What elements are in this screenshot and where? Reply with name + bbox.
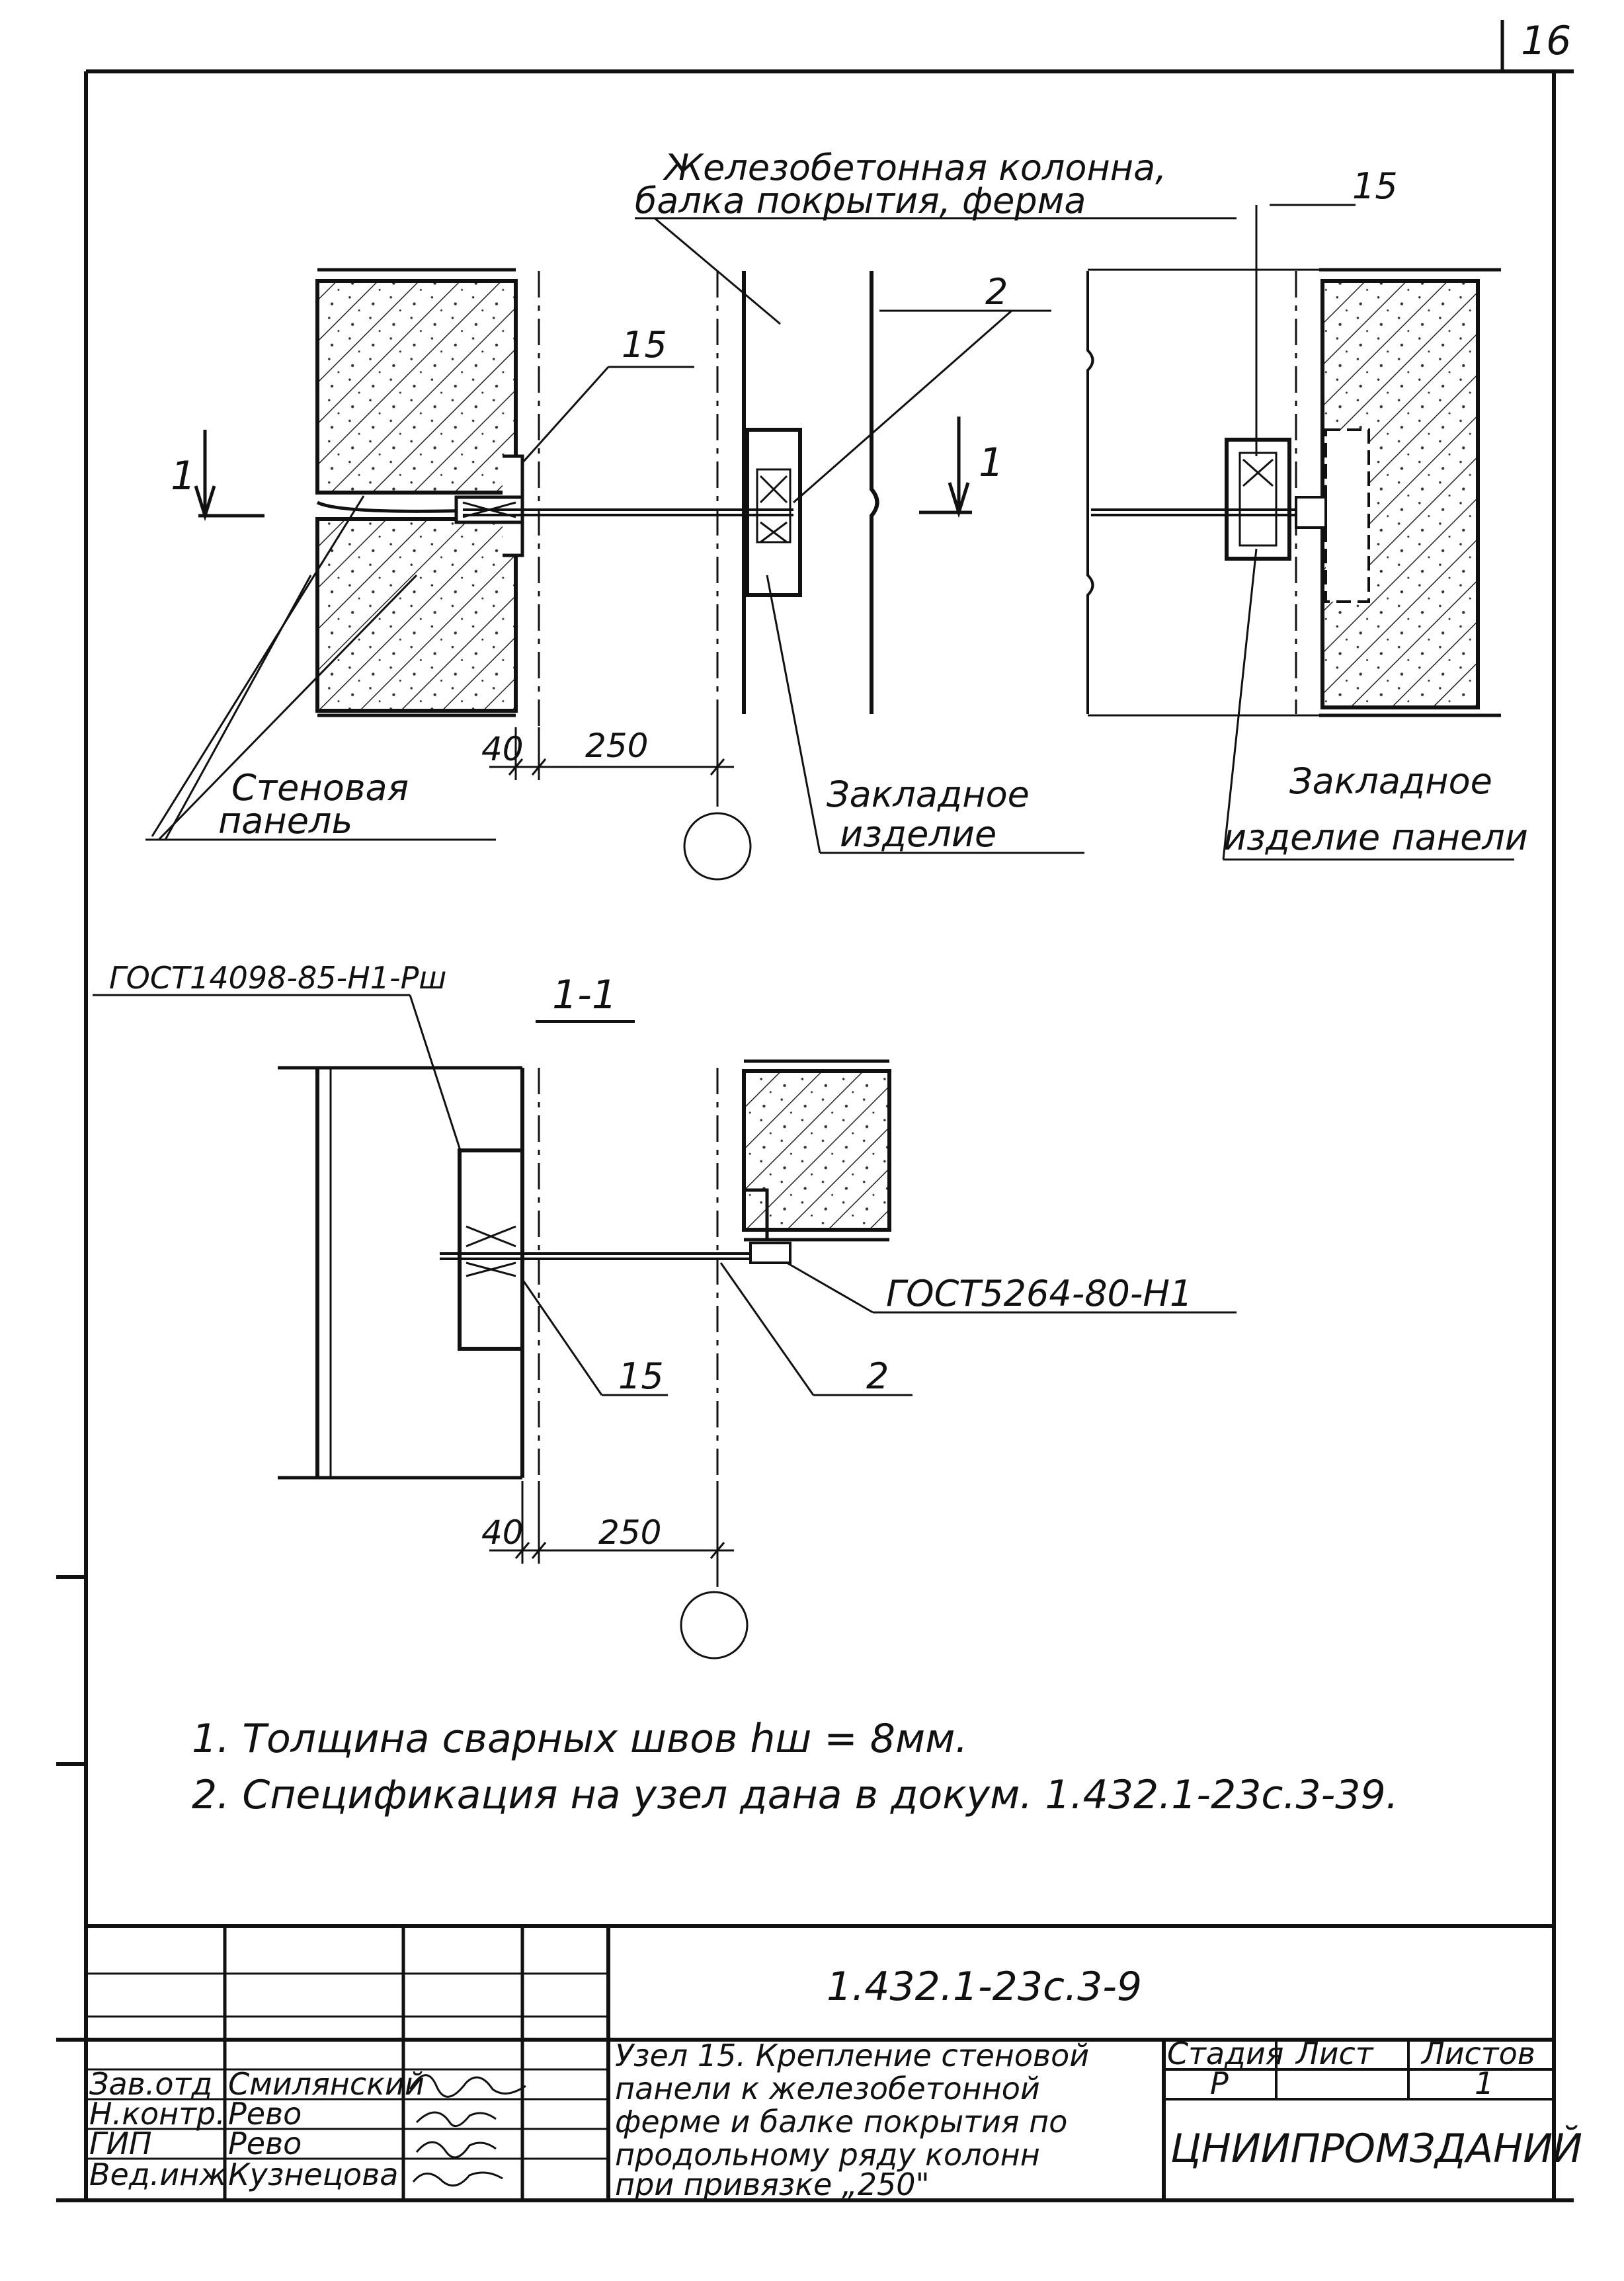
label-column: Железобетонная колонна, балка покрытия, … (635, 147, 1166, 221)
description: Узел 15. Крепление стеновой панели к жел… (615, 2038, 1089, 2202)
description-line-5: при привязке „250" (615, 2167, 930, 2202)
svg-text:балка покрытия, ферма: балка покрытия, ферма (635, 180, 1086, 221)
stage-header: Стадия (1167, 2036, 1283, 2071)
svg-text:Железобетонная колонна,: Железобетонная колонна, (663, 147, 1166, 188)
description-line-3: ферме и балке покрытия по (615, 2104, 1067, 2140)
dimension-section (489, 1481, 749, 1660)
section-beam-panel (440, 1059, 891, 1481)
section-label-15: 15 (618, 1355, 664, 1397)
staff-role-4: Вед.инж (89, 2157, 227, 2192)
section-title: 1-1 (552, 972, 617, 1018)
svg-text:Закладное: Закладное (827, 774, 1030, 815)
dimension-top (489, 714, 752, 881)
section-mark-left (194, 430, 264, 522)
dim-250-top: 250 (585, 727, 648, 765)
section-label-2: 2 (866, 1355, 889, 1397)
wall-panel-left (315, 268, 540, 767)
gost-right: ГОСТ5264-80-Н1 (886, 1273, 1192, 1314)
section-leaders (521, 1261, 1237, 1396)
staff-name-1: Смилянский (228, 2066, 425, 2102)
description-line-1: Узел 15. Крепление стеновой (615, 2038, 1089, 2073)
dim-250-section: 250 (598, 1513, 661, 1552)
staff-rows: Зав.отд Смилянский Н.контр. Рево ГИП Рев… (89, 2066, 425, 2192)
staff-name-3: Рево (228, 2126, 302, 2161)
svg-text:изделие панели: изделие панели (1223, 817, 1528, 858)
stage-value: Р (1210, 2065, 1229, 2101)
section-mark-right (919, 417, 972, 518)
tie-rod-top (463, 508, 793, 516)
gost-top: ГОСТ14098-85-Н1-Рш (109, 960, 446, 996)
staff-role-3: ГИП (89, 2126, 152, 2161)
label-2-top: 2 (985, 271, 1008, 313)
svg-text:изделие: изделие (840, 813, 996, 855)
wall-panel-right (1086, 268, 1501, 717)
note-2: 2. Спецификация на узел дана в докум. 1.… (192, 1772, 1399, 1818)
note-1: 1. Толщина сварных швов hш = 8мм. (192, 1716, 968, 1762)
label-15-right: 15 (1352, 165, 1398, 207)
dim-40-section: 40 (481, 1513, 524, 1552)
sheets-header: Листов (1420, 2036, 1535, 2071)
title-block-grid (56, 1924, 1554, 2200)
staff-name-2: Рево (228, 2096, 302, 2132)
sheet-number: 16 (1521, 18, 1571, 64)
svg-text:панель: панель (218, 800, 352, 842)
description-line-2: панели к железобетонной (615, 2071, 1040, 2106)
svg-text:Стеновая: Стеновая (231, 767, 409, 809)
description-line-4: продольному ряду колонн (615, 2137, 1040, 2173)
staff-role-2: Н.контр. (89, 2096, 225, 2132)
sheet-frame (56, 20, 1574, 2202)
label-15-left: 15 (622, 324, 667, 366)
dim-40-top: 40 (481, 730, 524, 768)
column-top (716, 271, 879, 714)
section-mark-left-label: 1 (171, 453, 196, 499)
signatures (409, 2074, 526, 2187)
label-embed-panel: Закладное изделие панели (1223, 760, 1528, 858)
svg-text:Закладное: Закладное (1289, 760, 1492, 802)
section-column (278, 1066, 540, 1480)
sheet-header: Лист (1295, 2036, 1374, 2071)
document-code: 1.432.1-23с.3-9 (827, 1964, 1142, 2010)
section-mark-right-label: 1 (979, 440, 1004, 486)
sheets-value: 1 (1475, 2065, 1494, 2101)
label-wall-panel: Стеновая панель (218, 767, 409, 842)
label-embed: Закладное изделие (827, 774, 1030, 855)
organization: ЦНИИПРОМЗДАНИЙ (1170, 2125, 1582, 2172)
leader-lines-top (145, 204, 1514, 861)
staff-role-1: Зав.отд (89, 2066, 212, 2102)
staff-name-4: Кузнецова (228, 2157, 398, 2192)
